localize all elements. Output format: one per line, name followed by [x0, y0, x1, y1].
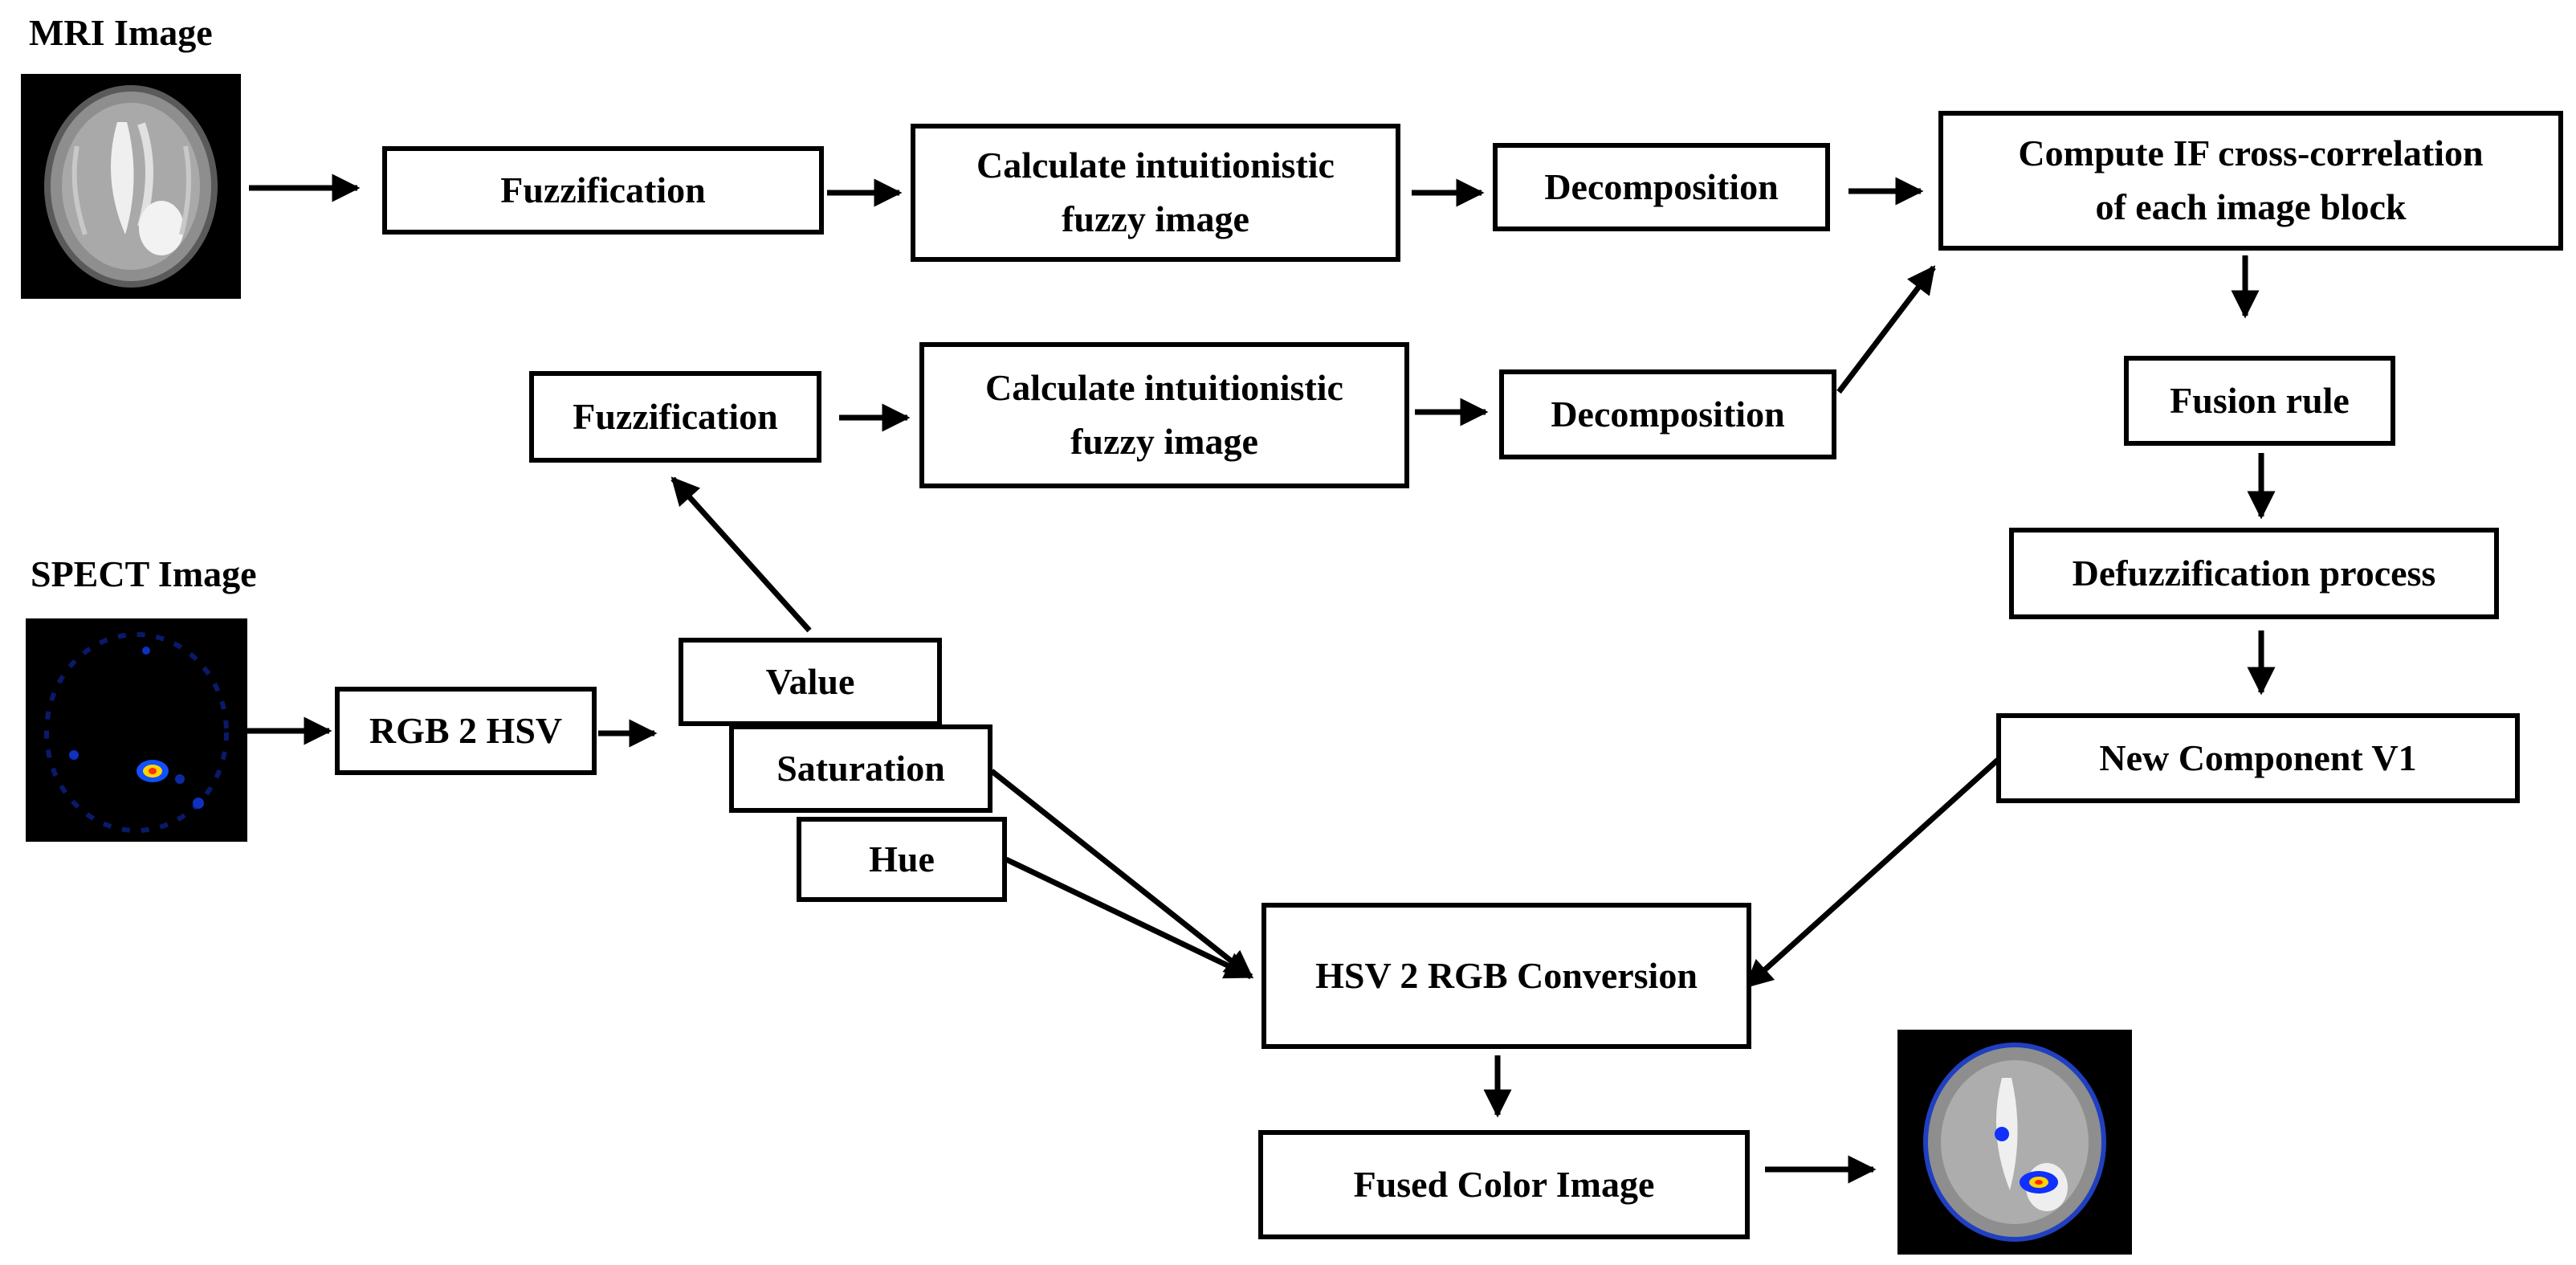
arrow-hue-to-hsv2rgb — [1005, 856, 1254, 980]
decomposition-box-mri: Decomposition — [1493, 143, 1830, 231]
decomposition-box-spect: Decomposition — [1499, 369, 1836, 459]
arrow-decomp-mid-to-crosscorr — [1836, 265, 1936, 394]
intuitionistic-line1-mri: Calculate intuitionistic — [976, 145, 1335, 186]
intuitionistic-box-spect: Calculate intuitionistic fuzzy image — [919, 342, 1409, 488]
new-component-box: New Component V1 — [1996, 713, 2520, 803]
fused-output-image — [1897, 1030, 2132, 1255]
saturation-box: Saturation — [729, 724, 992, 813]
fuzzification-box-spect: Fuzzification — [529, 371, 821, 463]
spect-image-label: SPECT Image — [31, 553, 257, 594]
fuzzification-label-spect: Fuzzification — [573, 395, 778, 437]
intuitionistic-line2-spect: fuzzy image — [1070, 421, 1258, 462]
hsv2rgb-label: HSV 2 RGB Conversion — [1315, 954, 1698, 996]
value-box: Value — [679, 638, 942, 726]
new-component-label: New Component V1 — [2099, 737, 2417, 778]
defuzzification-box: Defuzzification process — [2009, 528, 2499, 619]
fused-color-image-box: Fused Color Image — [1258, 1130, 1750, 1239]
cross-correlation-line1: Compute IF cross-correlation — [2018, 133, 2484, 174]
fuzzification-label-mri: Fuzzification — [500, 169, 706, 210]
fused-color-image-label: Fused Color Image — [1353, 1163, 1655, 1205]
fuzzification-box-mri: Fuzzification — [382, 146, 824, 235]
arrow-newcomp-to-hsv2rgb — [1744, 757, 2000, 989]
arrow-value-to-fuzz-mid — [670, 476, 812, 633]
cross-correlation-line2: of each image block — [2095, 186, 2407, 227]
rgb2hsv-box: RGB 2 HSV — [335, 687, 597, 775]
hsv2rgb-box: HSV 2 RGB Conversion — [1262, 903, 1751, 1049]
mri-brain-image — [21, 74, 241, 299]
hue-box: Hue — [797, 817, 1007, 902]
spect-image — [26, 618, 247, 842]
cross-correlation-box: Compute IF cross-correlation of each ima… — [1938, 111, 2563, 251]
decomposition-label-spect: Decomposition — [1551, 393, 1785, 435]
decomposition-label-mri: Decomposition — [1544, 165, 1779, 207]
fusion-rule-label: Fusion rule — [2170, 379, 2350, 421]
intuitionistic-line1-spect: Calculate intuitionistic — [985, 367, 1343, 409]
value-label: Value — [765, 660, 855, 702]
arrow-saturation-to-hsv2rgb — [989, 769, 1253, 979]
hue-label: Hue — [869, 838, 935, 879]
intuitionistic-box-mri: Calculate intuitionistic fuzzy image — [911, 124, 1400, 262]
intuitionistic-line2-mri: fuzzy image — [1062, 198, 1249, 239]
defuzzification-label: Defuzzification process — [2072, 552, 2436, 594]
rgb2hsv-label: RGB 2 HSV — [369, 709, 563, 751]
fusion-rule-box: Fusion rule — [2124, 356, 2395, 446]
mri-image-label: MRI Image — [29, 12, 213, 53]
saturation-label: Saturation — [776, 747, 945, 789]
